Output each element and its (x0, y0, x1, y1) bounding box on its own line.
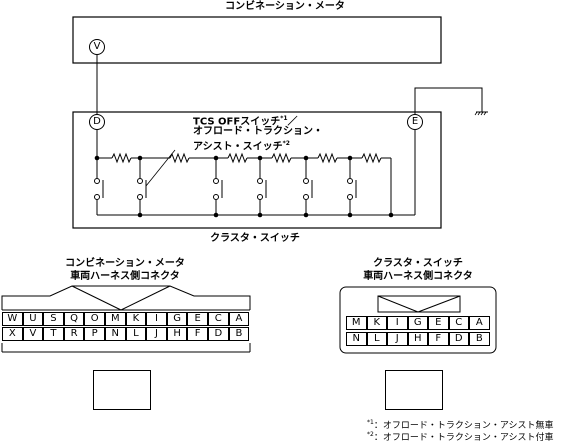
connector-pin: D (448, 332, 469, 346)
tcs-switch-line1: TCS OFFスイッチ (193, 116, 281, 128)
connector-pin: U (22, 312, 44, 326)
connector-pin: N (346, 332, 367, 346)
connector-pin: F (187, 327, 208, 341)
connector-pin: E (187, 312, 208, 326)
connector-pin: L (125, 327, 147, 341)
tcs-switch-line3: アシスト・スイッチ (193, 141, 283, 153)
connector-pin: W (2, 312, 23, 326)
left-connector-subtitle: 車両ハーネス側コネクタ (70, 271, 180, 282)
tcs-switch-sup2: *2 (282, 140, 290, 147)
tcs-leader-line (145, 149, 176, 187)
terminal-d: D (89, 114, 105, 130)
connector-pin: A (228, 312, 250, 326)
connector-pin: H (166, 327, 188, 341)
connector-pin: I (146, 312, 167, 326)
footnote-2-text: ：オフロード・トラクション・アシスト付車 (373, 433, 554, 443)
right-connector-housing (339, 286, 497, 354)
tcs-switch-label-line3: アシスト・スイッチ*2 (193, 138, 290, 153)
connector-pin: H (407, 332, 428, 346)
cluster-switch-box (72, 111, 442, 229)
tcs-switch-label-line2: オフロード・トラクション・ (193, 126, 323, 137)
right-probe-frame (385, 370, 443, 410)
junction-dots (94, 155, 394, 218)
tcs-switch-sep: ／ (287, 116, 298, 128)
connector-pin: E (428, 316, 449, 330)
footnote-1-text: ：オフロード・トラクション・アシスト無車 (373, 421, 554, 431)
switches (94, 130, 416, 216)
connector-pin: P (84, 327, 105, 341)
footnote-2-mark: *2 (367, 431, 374, 438)
connector-pin: T (43, 327, 64, 341)
cluster-switch-label: クラスタ・スイッチ (210, 233, 300, 244)
connector-pin: K (125, 312, 147, 326)
tcs-switch-label: TCS OFFスイッチ*1／ (193, 113, 298, 128)
connector-pin: O (84, 312, 105, 326)
connector-pin: G (166, 312, 188, 326)
connector-pin: C (448, 316, 469, 330)
connector-pin: B (228, 327, 250, 341)
connector-pin: M (346, 316, 367, 330)
connector-pin: B (469, 332, 490, 346)
connector-pin: D (208, 327, 229, 341)
right-connector-title: クラスタ・スイッチ (373, 258, 463, 269)
connector-pin: S (43, 312, 64, 326)
footnote-1-mark: *1 (367, 419, 374, 426)
wire-e-ground (414, 87, 483, 114)
connector-pin: L (366, 332, 387, 346)
connector-pin: I (387, 316, 408, 330)
connector-pin: N (105, 327, 126, 341)
connector-pin: X (2, 327, 23, 341)
ground-icon (474, 111, 488, 116)
connector-pin: C (208, 312, 229, 326)
left-probe-frame (93, 370, 151, 410)
connector-pin: V (22, 327, 44, 341)
connector-pin: F (428, 332, 449, 346)
footnote-2: *2：オフロード・トラクション・アシスト付車 (367, 429, 553, 444)
connector-pin: A (469, 316, 490, 330)
connector-pin: G (407, 316, 428, 330)
connector-pin: M (105, 312, 126, 326)
left-connector-housing (1, 285, 251, 353)
connector-pin: Q (63, 312, 85, 326)
connector-pin: R (63, 327, 85, 341)
terminal-e: E (407, 114, 423, 130)
connector-pin: K (366, 316, 387, 330)
right-connector-subtitle: 車両ハーネス側コネクタ (363, 271, 473, 282)
left-connector-title: コンビネーション・メータ (65, 258, 185, 269)
combination-meter-label: コンビネーション・メータ (225, 1, 345, 12)
footnote-1: *1：オフロード・トラクション・アシスト無車 (367, 417, 553, 432)
connector-pin: J (387, 332, 408, 346)
connector-pin: J (146, 327, 167, 341)
combination-meter-box (72, 16, 442, 64)
terminal-v: V (89, 39, 105, 55)
tcs-switch-sup: *1 (280, 115, 288, 122)
